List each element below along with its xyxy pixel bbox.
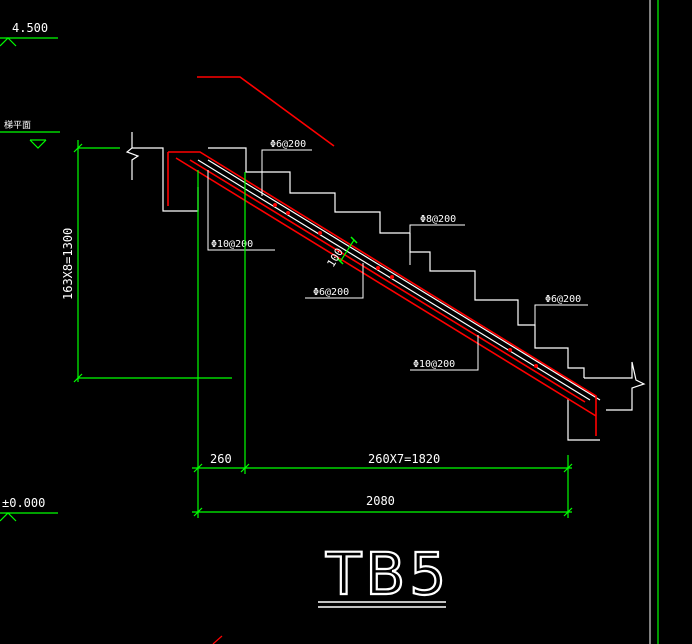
rebar-label-mid-bottom: Φ6@200 xyxy=(313,287,349,298)
vertical-dimension xyxy=(73,140,232,383)
rebar-label-top-left: Φ6@200 xyxy=(270,139,306,150)
stair-outline xyxy=(125,132,646,441)
rebar-label-mid-top: Φ8@200 xyxy=(420,214,456,225)
sheet-border xyxy=(212,0,659,644)
vertical-dimension-text: 163X8=1300 xyxy=(61,228,75,300)
first-tread-dimension-text: 260 xyxy=(210,452,232,466)
rebar-lines xyxy=(167,76,597,436)
treads-dimension-text: 260X7=1820 xyxy=(368,452,440,466)
overall-dimension-text: 2080 xyxy=(366,494,395,508)
drawing-title-text: TB5 xyxy=(325,540,450,608)
rebar-dots xyxy=(273,203,538,368)
rebar-label-right-top: Φ6@200 xyxy=(545,294,581,305)
slab-thickness-text: 100 xyxy=(325,246,347,270)
rebar-label-group: Φ6@200 Φ10@200 Φ8@200 Φ6@200 Φ6@200 Φ10@… xyxy=(211,139,581,370)
rebar-label-right-bottom: Φ10@200 xyxy=(413,359,455,370)
elevation-landing-text: 梯平面 xyxy=(4,119,31,131)
elevation-marker-landing: 梯平面 xyxy=(0,119,60,149)
rebar-leaders xyxy=(207,149,588,371)
elevation-top-text: 4.500 xyxy=(12,21,48,35)
horizontal-dimensions xyxy=(192,170,573,518)
drawing-title: TB5 xyxy=(318,539,450,609)
elevation-marker-bottom: ±0.000 xyxy=(0,496,58,522)
elevation-marker-top: 4.500 xyxy=(0,21,58,47)
rebar-label-left-bottom: Φ10@200 xyxy=(211,239,253,250)
elevation-bottom-text: ±0.000 xyxy=(2,496,45,510)
